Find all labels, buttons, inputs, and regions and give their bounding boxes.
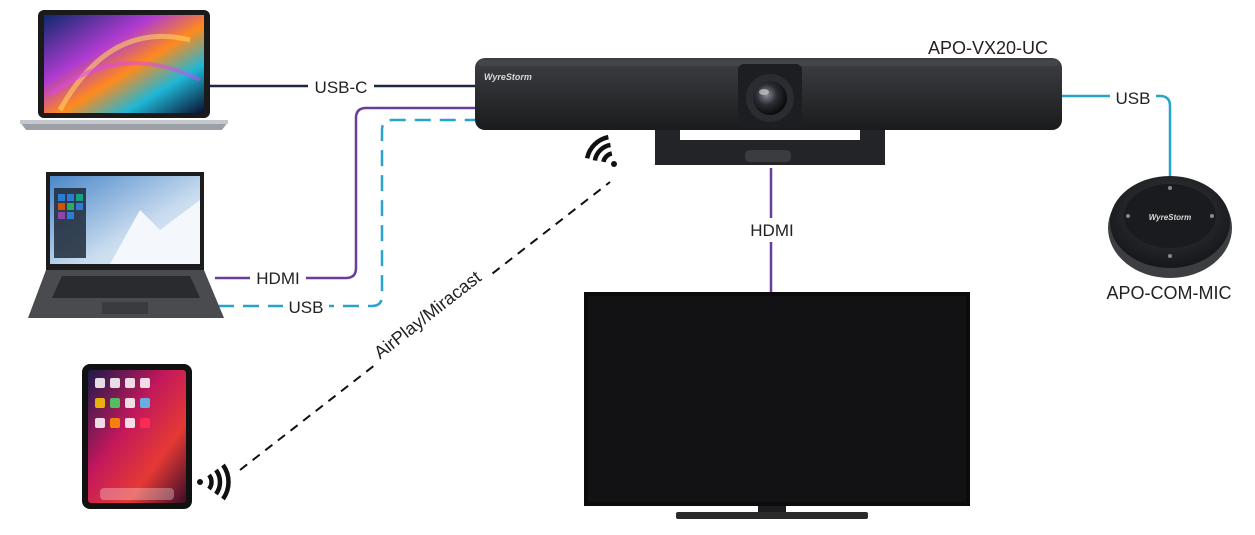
hdmi-laptop-cable [215,106,476,280]
usb-c-label: USB-C [315,78,368,97]
wifi-signal-icon [584,134,617,167]
wireless-link [239,181,611,471]
hdmi-tv-label: HDMI [750,221,793,240]
tv [584,292,970,519]
camera-lens-icon [753,81,787,115]
mic-brand: WyreStorm [1149,213,1192,222]
wifi-signal-icon [197,463,231,501]
usb-mic-label: USB [1116,89,1151,108]
airplay-label: AirPlay/Miracast [370,267,485,363]
hdmi-laptop-label: HDMI [256,269,299,288]
laptop-mid [28,172,224,318]
laptop-top [20,10,228,130]
usb-laptop-cable [218,118,476,308]
speaker-mic: WyreStorm [1108,176,1232,278]
usb-mic-cable [1060,94,1172,180]
video-bar-brand: WyreStorm [484,72,532,82]
tablet [82,364,192,509]
video-bar-name: APO-VX20-UC [928,38,1048,58]
usb-laptop-label: USB [289,298,324,317]
video-bar: WyreStorm [475,58,1062,165]
mic-name: APO-COM-MIC [1107,283,1232,303]
